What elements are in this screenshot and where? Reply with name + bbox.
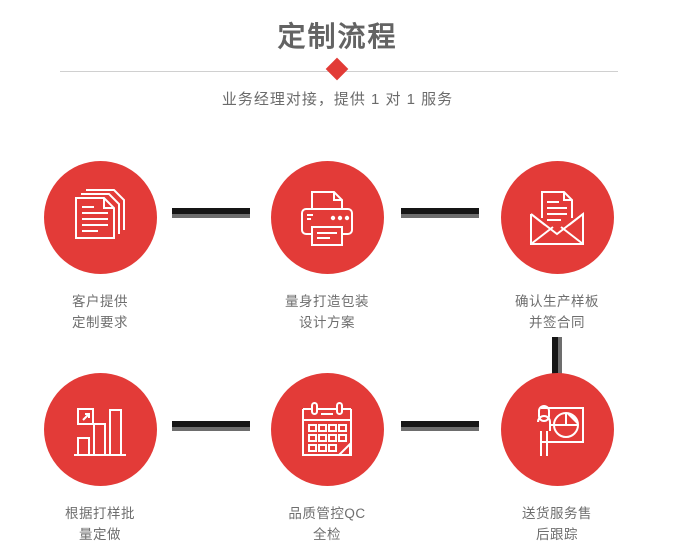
connector-step5-step6	[401, 421, 479, 431]
flow-step-1[interactable]: 客户提供 定制要求	[25, 161, 175, 333]
flow-step-6-icon-circle	[500, 373, 614, 486]
connector-bar-dark	[172, 208, 250, 214]
connector-bar-dark	[401, 421, 479, 427]
connector-bar-dark	[552, 337, 558, 375]
connector-step1-step2	[172, 208, 250, 218]
connector-bar-dark	[401, 208, 479, 214]
flow-step-3-label: 确认生产样板 并签合同	[515, 294, 599, 330]
flow-step-2-icon-circle	[270, 161, 384, 274]
calendar-icon	[302, 401, 352, 456]
page-subtitle: 业务经理对接，提供 1 对 1 服务	[221, 91, 454, 108]
connector-bar-shadow	[401, 214, 479, 218]
flow-step-4-icon-circle	[43, 373, 157, 486]
connector-bar-shadow	[558, 337, 562, 375]
flow-step-6-label: 送货服务售 后跟踪	[522, 506, 592, 542]
flow-step-2-label: 量身打造包装 设计方案	[285, 294, 369, 330]
flow-step-2[interactable]: 量身打造包装 设计方案	[252, 161, 402, 333]
flow-step-6[interactable]: 送货服务售 后跟踪	[482, 373, 632, 545]
page-title: 定制流程	[277, 21, 398, 52]
documents-stack-icon	[75, 188, 125, 239]
presenter-chart-icon	[537, 404, 584, 456]
connector-bar-shadow	[401, 427, 479, 431]
flow-step-3[interactable]: 确认生产样板 并签合同	[482, 161, 632, 333]
flow-step-1-label: 客户提供 定制要求	[72, 294, 128, 330]
flow-step-5[interactable]: 品质管控QC 全检	[252, 373, 402, 545]
bar-chart-growth-icon	[74, 407, 126, 456]
connector-step3-step6-vertical	[552, 337, 562, 375]
connector-step4-step5	[172, 421, 250, 431]
connector-bar-shadow	[172, 214, 250, 218]
flow-step-4-label: 根据打样批 量定做	[65, 506, 135, 542]
connector-bar-shadow	[172, 427, 250, 431]
flow-step-5-icon-circle	[270, 373, 384, 486]
connector-step2-step3	[401, 208, 479, 218]
flow-step-4[interactable]: 根据打样批 量定做	[25, 373, 175, 545]
flow-step-3-icon-circle	[500, 161, 614, 274]
envelope-document-icon	[530, 190, 584, 245]
printer-icon	[301, 190, 353, 246]
flow-step-1-icon-circle	[43, 161, 157, 274]
flow-step-5-label: 品质管控QC 全检	[288, 506, 366, 542]
connector-bar-dark	[172, 421, 250, 427]
